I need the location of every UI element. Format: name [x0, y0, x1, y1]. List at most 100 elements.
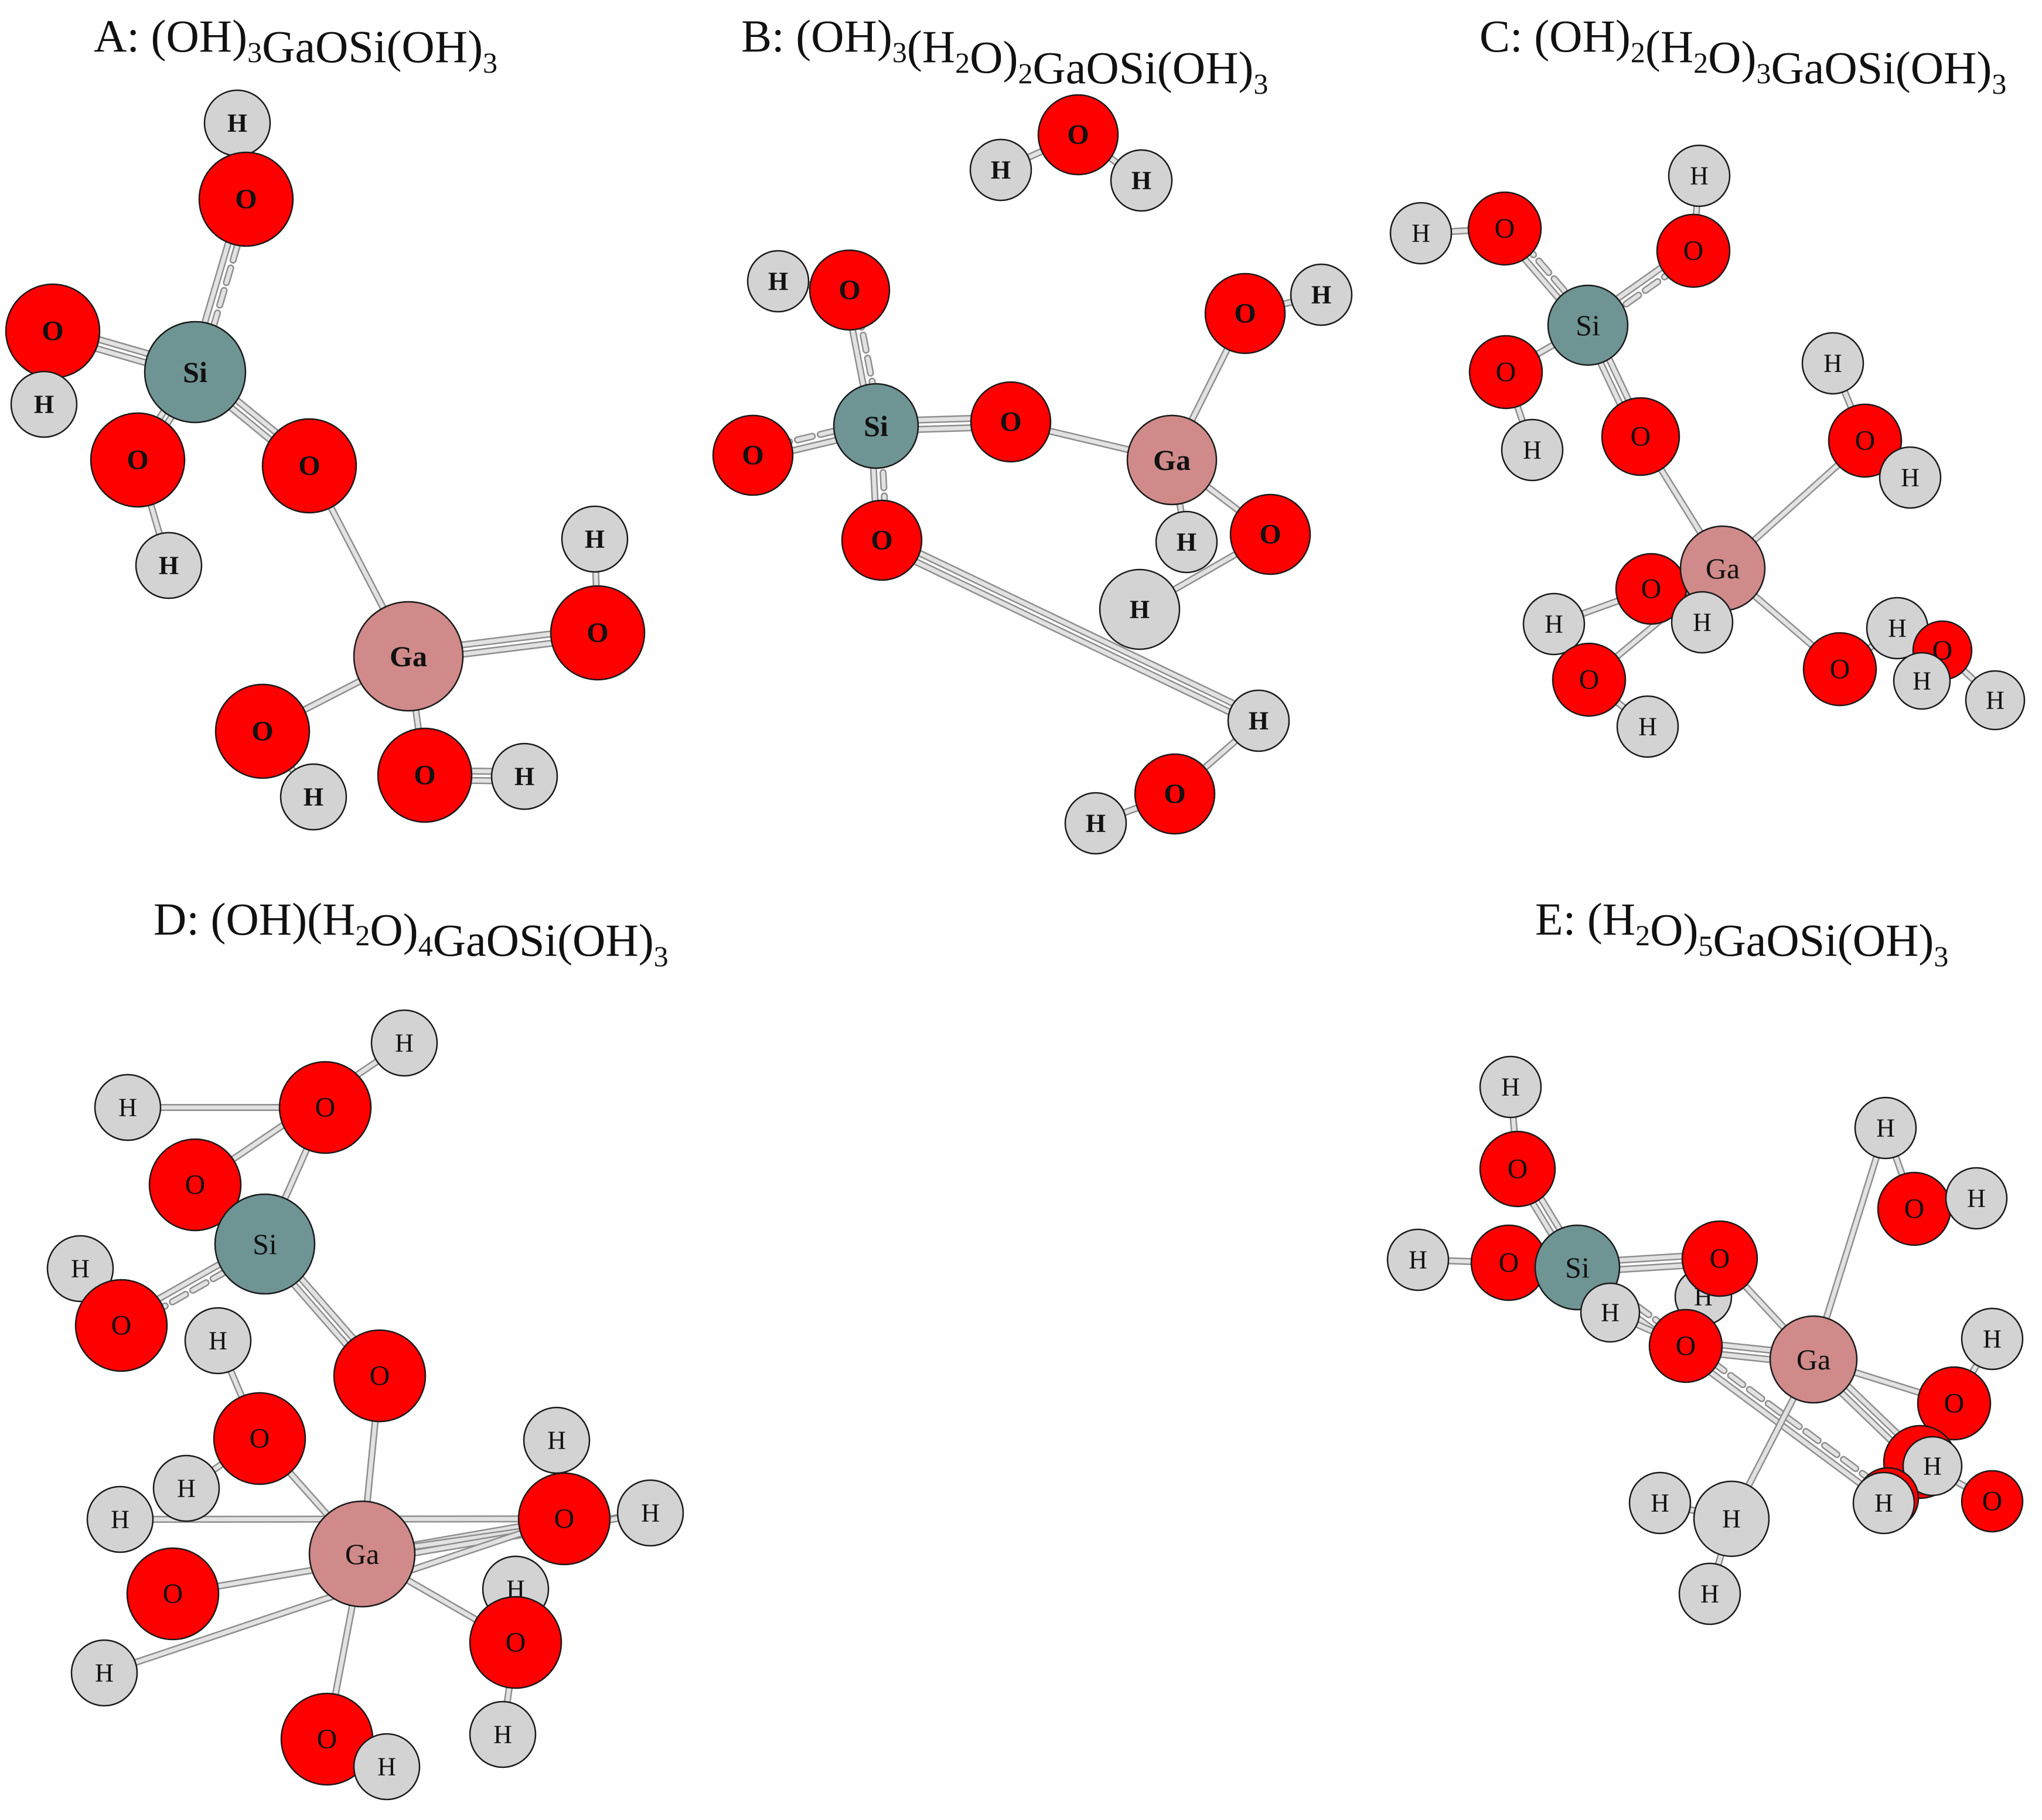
title-subscript: 2 [1635, 919, 1650, 952]
oxygen-atom-sphere [469, 1596, 563, 1689]
atom-label: O [127, 445, 148, 476]
title-part: (OH)(H [211, 894, 356, 945]
hydrogen-atom-sphere [1945, 1167, 2008, 1230]
oxygen-atom-sphere [1229, 493, 1311, 575]
title-subscript: 3 [1253, 67, 1268, 100]
oxygen-atom-sphere [278, 1061, 372, 1154]
oxygen-atom-sphere [712, 414, 794, 496]
atom-label: H [1412, 219, 1430, 248]
hydrogen-atom: H [490, 742, 558, 810]
hydrogen-atom-sphere [1893, 652, 1951, 710]
oxygen-atom-sphere [1601, 397, 1680, 476]
atom-label: O [414, 760, 435, 791]
atom-label: H [585, 525, 605, 554]
atom-label: H [1545, 610, 1563, 639]
silicon-atom-sphere [833, 383, 919, 469]
hydrogen-atom: H [1866, 597, 1929, 660]
atom-label: H [1967, 1184, 1986, 1213]
atom-label: O [250, 1423, 270, 1454]
hydrogen-atom-sphere [1290, 263, 1353, 326]
title-subscript: 3 [1934, 940, 1948, 973]
hydrogen-atom-sphere [184, 1307, 252, 1375]
oxygen-atom-sphere [1656, 213, 1731, 288]
oxygen-atom-sphere [261, 418, 357, 514]
title-part: GaOSi(OH) [433, 915, 654, 966]
atom-label: O [185, 1170, 206, 1201]
title-part: GaOSi(OH) [1771, 42, 1992, 93]
oxygen-atom: O [5, 283, 101, 379]
oxygen-atom: O [333, 1329, 427, 1423]
atom-label: O [1683, 236, 1704, 267]
title-part: (OH) [1534, 11, 1631, 62]
atom-label: H [1177, 528, 1196, 557]
atom-label: Si [1565, 1251, 1590, 1284]
title-part: O) [370, 904, 418, 955]
title-prefix: E: [1535, 894, 1587, 945]
hydrogen-atom: H [1479, 1055, 1542, 1119]
atom-label: O [1855, 425, 1876, 456]
hydrogen-atom-sphere [94, 1073, 162, 1141]
oxygen-atom: O [377, 727, 473, 823]
title-part: (OH) [796, 11, 892, 62]
hydrogen-atom: H [523, 1406, 591, 1474]
oxygen-atom-sphere [148, 1138, 242, 1232]
hydrogen-atom-sphere [1389, 202, 1453, 265]
hydrogen-atom: H [1671, 591, 1734, 654]
hydrogen-atom-sphere [1580, 1282, 1641, 1343]
oxygen-atom-sphere [1802, 632, 1877, 707]
atom-label: O [1067, 120, 1089, 151]
oxygen-atom: O [1229, 493, 1311, 575]
hydrogen-atom-sphere [353, 1733, 421, 1801]
silicon-atom: Si [214, 1193, 316, 1295]
hydrogen-atom-sphere [10, 370, 78, 438]
oxygen-atom-sphere [1917, 1366, 1992, 1441]
title-subscript: 4 [418, 929, 433, 962]
atom-label: H [1923, 1452, 1942, 1481]
panel-c-title: C: (OH)2(H2O)3GaOSi(OH)3 [1479, 11, 2006, 100]
atom-label: Ga [390, 640, 427, 673]
title-part: GaOSi(OH) [1713, 915, 1934, 966]
hydrogen-atom-sphere [1902, 1436, 1963, 1497]
hydrogen-atom-sphere [1879, 446, 1942, 509]
oxygen-atom: O [280, 1692, 374, 1786]
oxygen-atom-sphere [1037, 94, 1119, 176]
atom-label: H [1693, 608, 1712, 637]
gallium-atom: Ga [1769, 1315, 1858, 1404]
atom-label: O [1641, 574, 1662, 605]
atom-label: H [1913, 667, 1931, 696]
hydrogen-atom: H [1616, 695, 1679, 758]
silicon-atom-sphere [144, 321, 247, 424]
hydrogen-atom: H [1389, 202, 1453, 265]
hydrogen-atom: H [46, 1235, 114, 1303]
oxygen-atom-sphere [74, 1279, 168, 1372]
hydrogen-atom-sphere [1854, 1096, 1917, 1160]
title-prefix: C: [1479, 11, 1534, 62]
oxygen-atom: O [550, 585, 646, 681]
oxygen-atom-sphere [213, 1392, 306, 1485]
oxygen-atom-sphere [1648, 1308, 1723, 1383]
oxygen-atom-sphere [333, 1329, 427, 1423]
atom-label: H [1874, 1489, 1893, 1518]
title-subscript: 3 [892, 36, 907, 69]
oxygen-atom-sphere [126, 1547, 220, 1641]
atom-label: O [554, 1504, 575, 1535]
hydrogen-atom: H [1099, 568, 1181, 650]
atom-label: H [1823, 349, 1842, 378]
hydrogen-atom-sphere [1386, 1228, 1450, 1291]
oxygen-atom: O [1802, 632, 1877, 707]
oxygen-atom-sphere [214, 683, 311, 779]
hydrogen-atom: H [1902, 1436, 1963, 1497]
hydrogen-atom-sphere [1965, 670, 2026, 731]
hydrogen-atom: H [746, 250, 810, 313]
atom-label: O [370, 1361, 390, 1392]
oxygen-atom-sphere [1479, 1130, 1556, 1208]
silicon-atom-sphere [1547, 284, 1629, 366]
oxygen-atom-sphere [377, 727, 473, 823]
title-part: (H [1587, 894, 1635, 945]
silicon-atom: Si [144, 321, 247, 424]
